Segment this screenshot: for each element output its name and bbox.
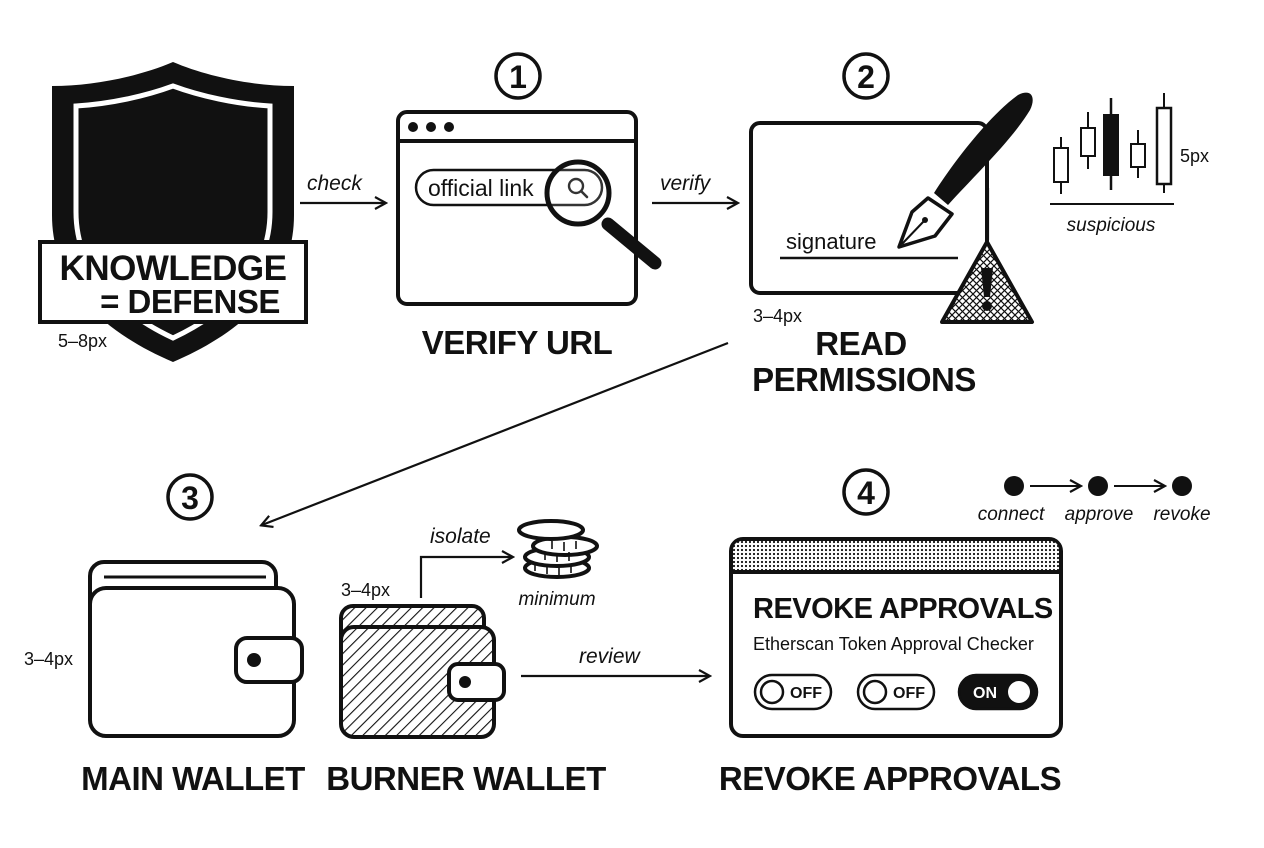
suspicious-candles: 5px suspicious <box>1050 93 1209 236</box>
main-wallet-icon <box>88 560 304 738</box>
step-1-number: 1 <box>509 59 527 95</box>
browser-dot-icon <box>426 122 436 132</box>
coins-icon <box>517 519 599 579</box>
main-wallet-stroke-note: 3–4px <box>24 649 73 669</box>
revoke-panel-heading: REVOKE APPROVALS <box>753 593 1053 625</box>
approval-toggle-1-label: OFF <box>790 685 822 702</box>
arrow-check-label: check <box>307 172 363 195</box>
approval-toggle-3-label: ON <box>973 685 997 702</box>
step-3-badge <box>166 473 214 521</box>
candles-label: suspicious <box>1067 215 1156 236</box>
arrow-verify: verify <box>652 172 737 203</box>
signature-text: signature <box>786 229 877 254</box>
burner-wallet-stroke-note: 3–4px <box>341 580 390 600</box>
flow-step-connect: connect <box>978 504 1045 525</box>
step-4: 4 REVOKE APPROVALS Etherscan Token Appro… <box>719 468 1063 797</box>
shield-line1: KNOWLEDGE <box>60 249 287 288</box>
burner-wallet-title: BURNER WALLET <box>326 760 606 797</box>
arrow-verify-label: verify <box>660 172 712 195</box>
arrow-isolate-label: isolate <box>430 525 491 548</box>
arrow-isolate: isolate <box>419 525 512 598</box>
step-4-badge <box>842 468 890 516</box>
approval-toggle-3[interactable]: ON <box>957 673 1039 711</box>
fountain-pen-icon <box>897 92 1033 249</box>
url-search-bar <box>414 168 604 207</box>
coins-label: minimum <box>518 589 595 610</box>
url-search-text: official link <box>428 175 534 201</box>
step-3-number: 3 <box>181 480 199 516</box>
step-4-title: REVOKE APPROVALS <box>719 760 1061 797</box>
step-1-title: VERIFY URL <box>422 324 613 361</box>
main-wallet-title: MAIN WALLET <box>81 760 305 797</box>
approval-toggle-1[interactable]: OFF <box>753 673 833 711</box>
flow-dot-icon <box>1004 476 1024 496</box>
revoke-panel-subtitle: Etherscan Token Approval Checker <box>753 634 1034 654</box>
step-2-number: 2 <box>857 59 875 95</box>
flow-dot-icon <box>1088 476 1108 496</box>
browser-dot-icon <box>444 122 454 132</box>
step-2-title-line2: PERMISSIONS <box>752 361 976 398</box>
candle-icon <box>1155 93 1173 193</box>
magnifying-glass-icon <box>544 159 662 270</box>
flow-step-approve: approve <box>1065 504 1134 525</box>
candle-icon <box>1103 98 1119 190</box>
contract-document-icon <box>749 121 989 295</box>
shield-line2: = DEFENSE <box>100 283 280 320</box>
shield-stroke-note: 5–8px <box>58 331 107 351</box>
approval-toggle-2-label: OFF <box>893 685 925 702</box>
candle-icon <box>1053 137 1069 194</box>
step-2-badge <box>842 52 890 100</box>
approval-toggle-2[interactable]: OFF <box>856 673 936 711</box>
step-3: 3 3–4px MAIN WALLET 3–4px BURNER WALLET … <box>24 473 709 797</box>
shield: KNOWLEDGE = DEFENSE 5–8px <box>38 62 308 362</box>
step-2: 2 signature 3–4px READ PERMISSIONS <box>749 52 1034 398</box>
step-1: 1 official link VERIFY URL <box>396 52 662 361</box>
browser-dot-icon <box>408 122 418 132</box>
arrow-review-label: review <box>579 645 642 668</box>
step-1-badge <box>494 52 542 100</box>
candle-icon <box>1080 112 1096 169</box>
approval-flow: connect approve revoke <box>978 476 1211 525</box>
search-icon <box>567 177 589 199</box>
burner-wallet-icon <box>339 604 506 739</box>
shield-banner <box>38 240 308 324</box>
revoke-panel: REVOKE APPROVALS Etherscan Token Approva… <box>729 537 1063 738</box>
arrow-review: review <box>521 645 709 676</box>
arrow-permissions-to-wallet <box>262 341 729 525</box>
warning-icon <box>940 240 1034 324</box>
candle-icon <box>1130 130 1146 178</box>
step-2-stroke-note: 3–4px <box>753 306 802 326</box>
shield-inner-ring-icon <box>73 83 273 341</box>
step-4-number: 4 <box>857 475 875 511</box>
flow-step-revoke: revoke <box>1153 504 1210 525</box>
candles-stroke-note: 5px <box>1180 146 1209 166</box>
flow-dot-icon <box>1172 476 1192 496</box>
arrow-check: check <box>300 172 385 203</box>
step-2-title-line1: READ <box>815 325 907 362</box>
